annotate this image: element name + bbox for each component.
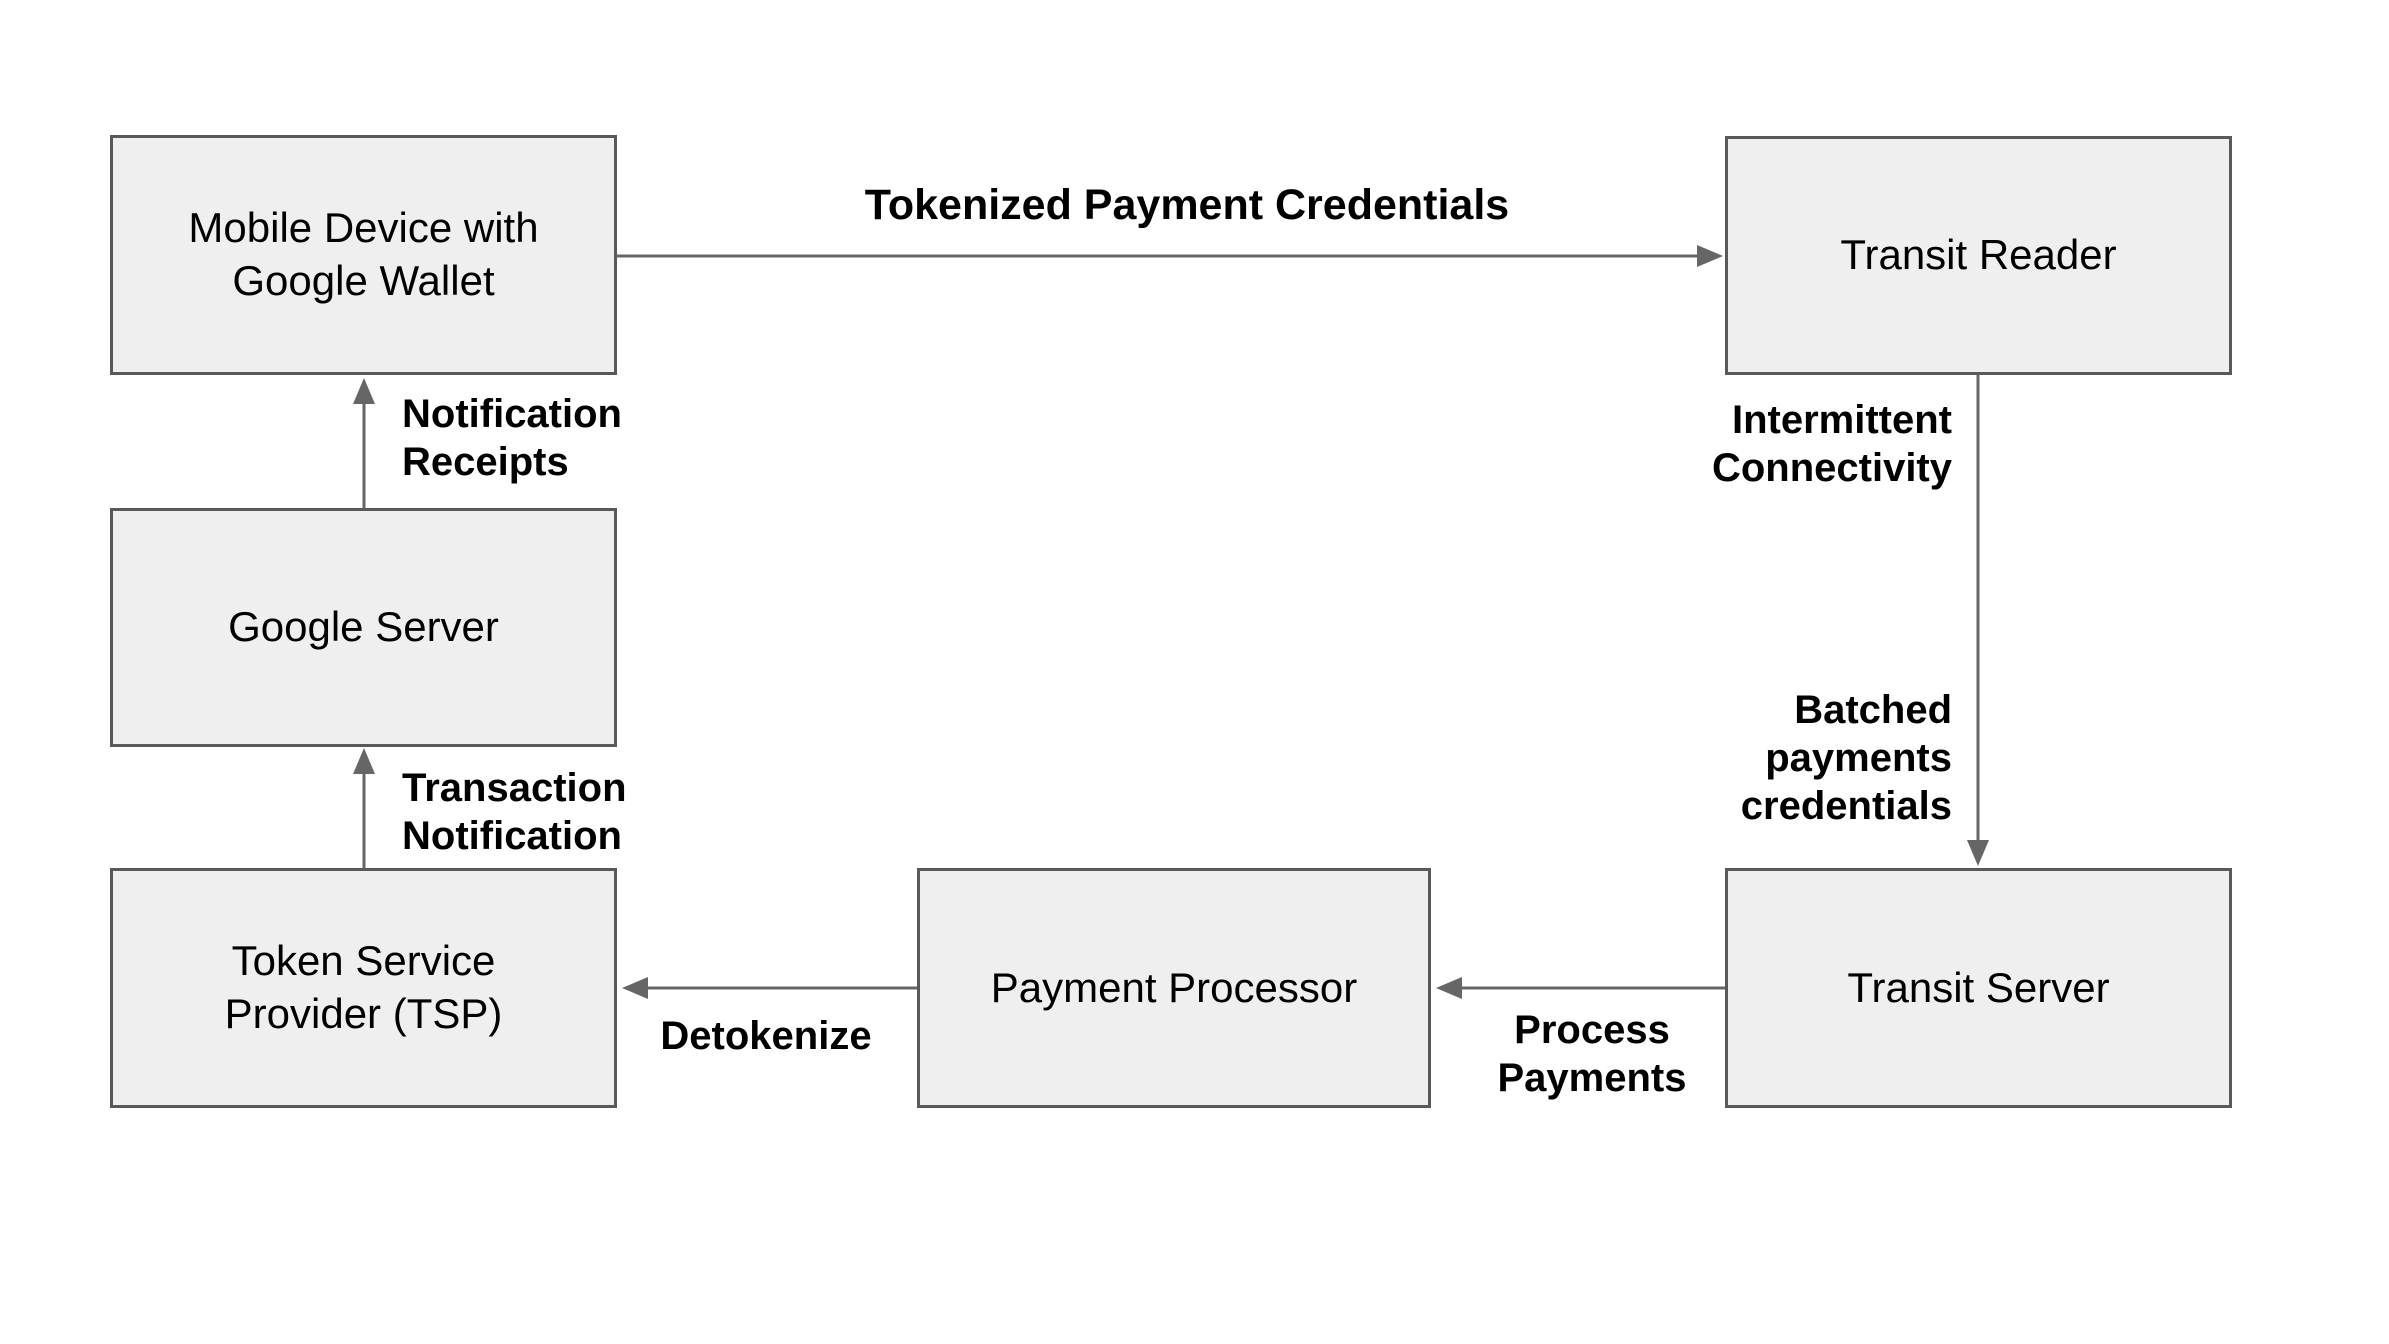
arrow-batched-payments xyxy=(1967,375,1989,866)
node-google-server: Google Server xyxy=(110,508,617,747)
edge-label-tokenized-payment-credentials: Tokenized Payment Credentials xyxy=(864,181,1510,229)
node-transit-server-label: Transit Server xyxy=(1847,963,2110,1011)
arrow-transaction-notification xyxy=(353,748,375,868)
node-payment-processor-label: Payment Processor xyxy=(990,963,1358,1011)
edge-label-detokenize: Detokenize xyxy=(660,1014,872,1058)
node-payment-processor: Payment Processor xyxy=(917,868,1431,1108)
edge-label-intermittent-connectivity: Intermittent Connectivity xyxy=(1711,398,1952,490)
edge-label-notification-receipts: Notification Receipts xyxy=(402,392,622,484)
node-mobile-device-label: Mobile Device with Google Wallet xyxy=(188,204,539,304)
node-transit-reader: Transit Reader xyxy=(1725,136,2232,375)
arrow-notification-receipts xyxy=(353,378,375,508)
node-transit-reader-label: Transit Reader xyxy=(1840,231,2117,279)
node-token-service-provider: Token Service Provider (TSP) xyxy=(110,868,617,1108)
edge-label-process-payments: Process Payments xyxy=(1497,1008,1687,1100)
node-google-server-label: Google Server xyxy=(228,603,499,651)
node-mobile-device: Mobile Device with Google Wallet xyxy=(110,135,617,375)
arrow-process-payments xyxy=(1436,977,1725,999)
edge-label-transaction-notification: Transaction Notification xyxy=(402,766,627,858)
node-token-service-provider-label: Token Service Provider (TSP) xyxy=(224,937,503,1037)
edge-label-batched-payments-credentials: Batched payments credentials xyxy=(1740,688,1952,828)
node-transit-server: Transit Server xyxy=(1725,868,2232,1108)
arrow-tokenized-payment-credentials xyxy=(616,245,1723,267)
arrow-detokenize xyxy=(622,977,917,999)
